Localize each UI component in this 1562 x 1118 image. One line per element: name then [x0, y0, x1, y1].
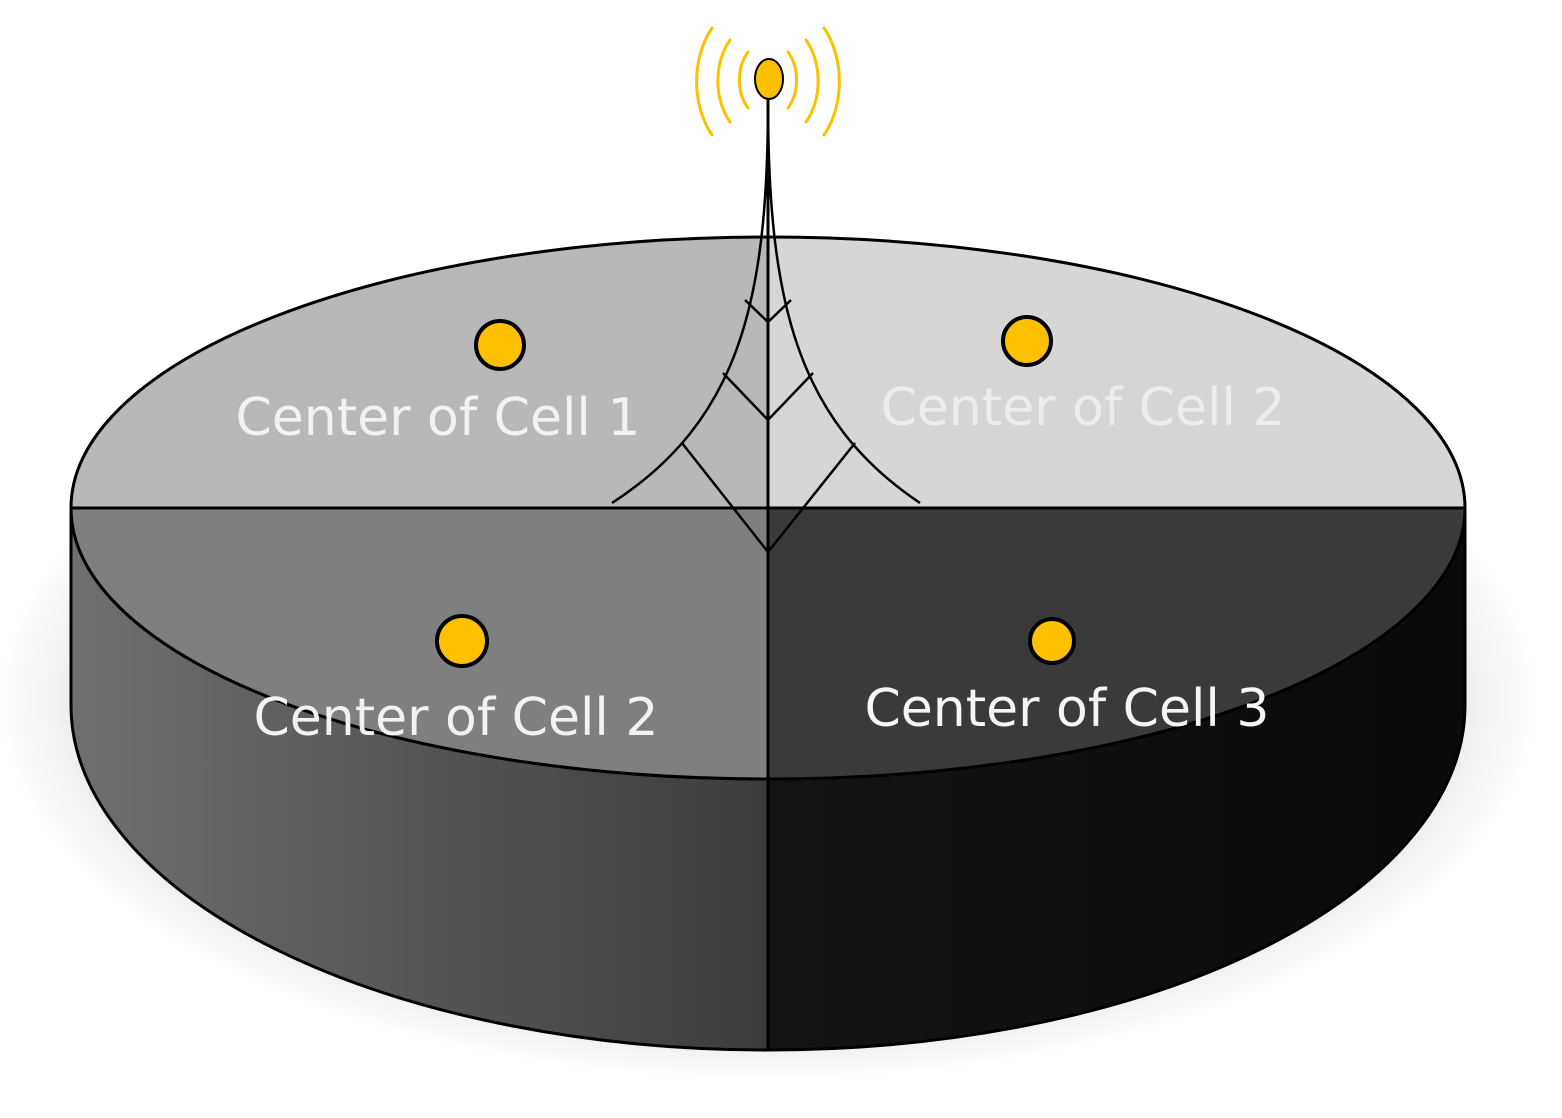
- cell-center-dot-icon: [435, 614, 489, 668]
- cell-center-dot-icon: [1028, 617, 1076, 665]
- cell-label-top-left: Center of Cell 1: [235, 388, 640, 448]
- quadrant-top-left: [71, 237, 768, 508]
- antenna-tower-icon: [611, 99, 921, 555]
- cell-label-bottom-right: Center of Cell 3: [864, 679, 1269, 739]
- antenna-tip-icon: [754, 58, 784, 100]
- cell-center-dot-icon: [474, 319, 526, 371]
- cell-label-top-right: Center of Cell 2: [880, 378, 1285, 438]
- cell-center-dot-icon: [1001, 315, 1053, 367]
- cell-label-bottom-left: Center of Cell 2: [253, 688, 658, 748]
- radio-waves-icon: [695, 26, 841, 137]
